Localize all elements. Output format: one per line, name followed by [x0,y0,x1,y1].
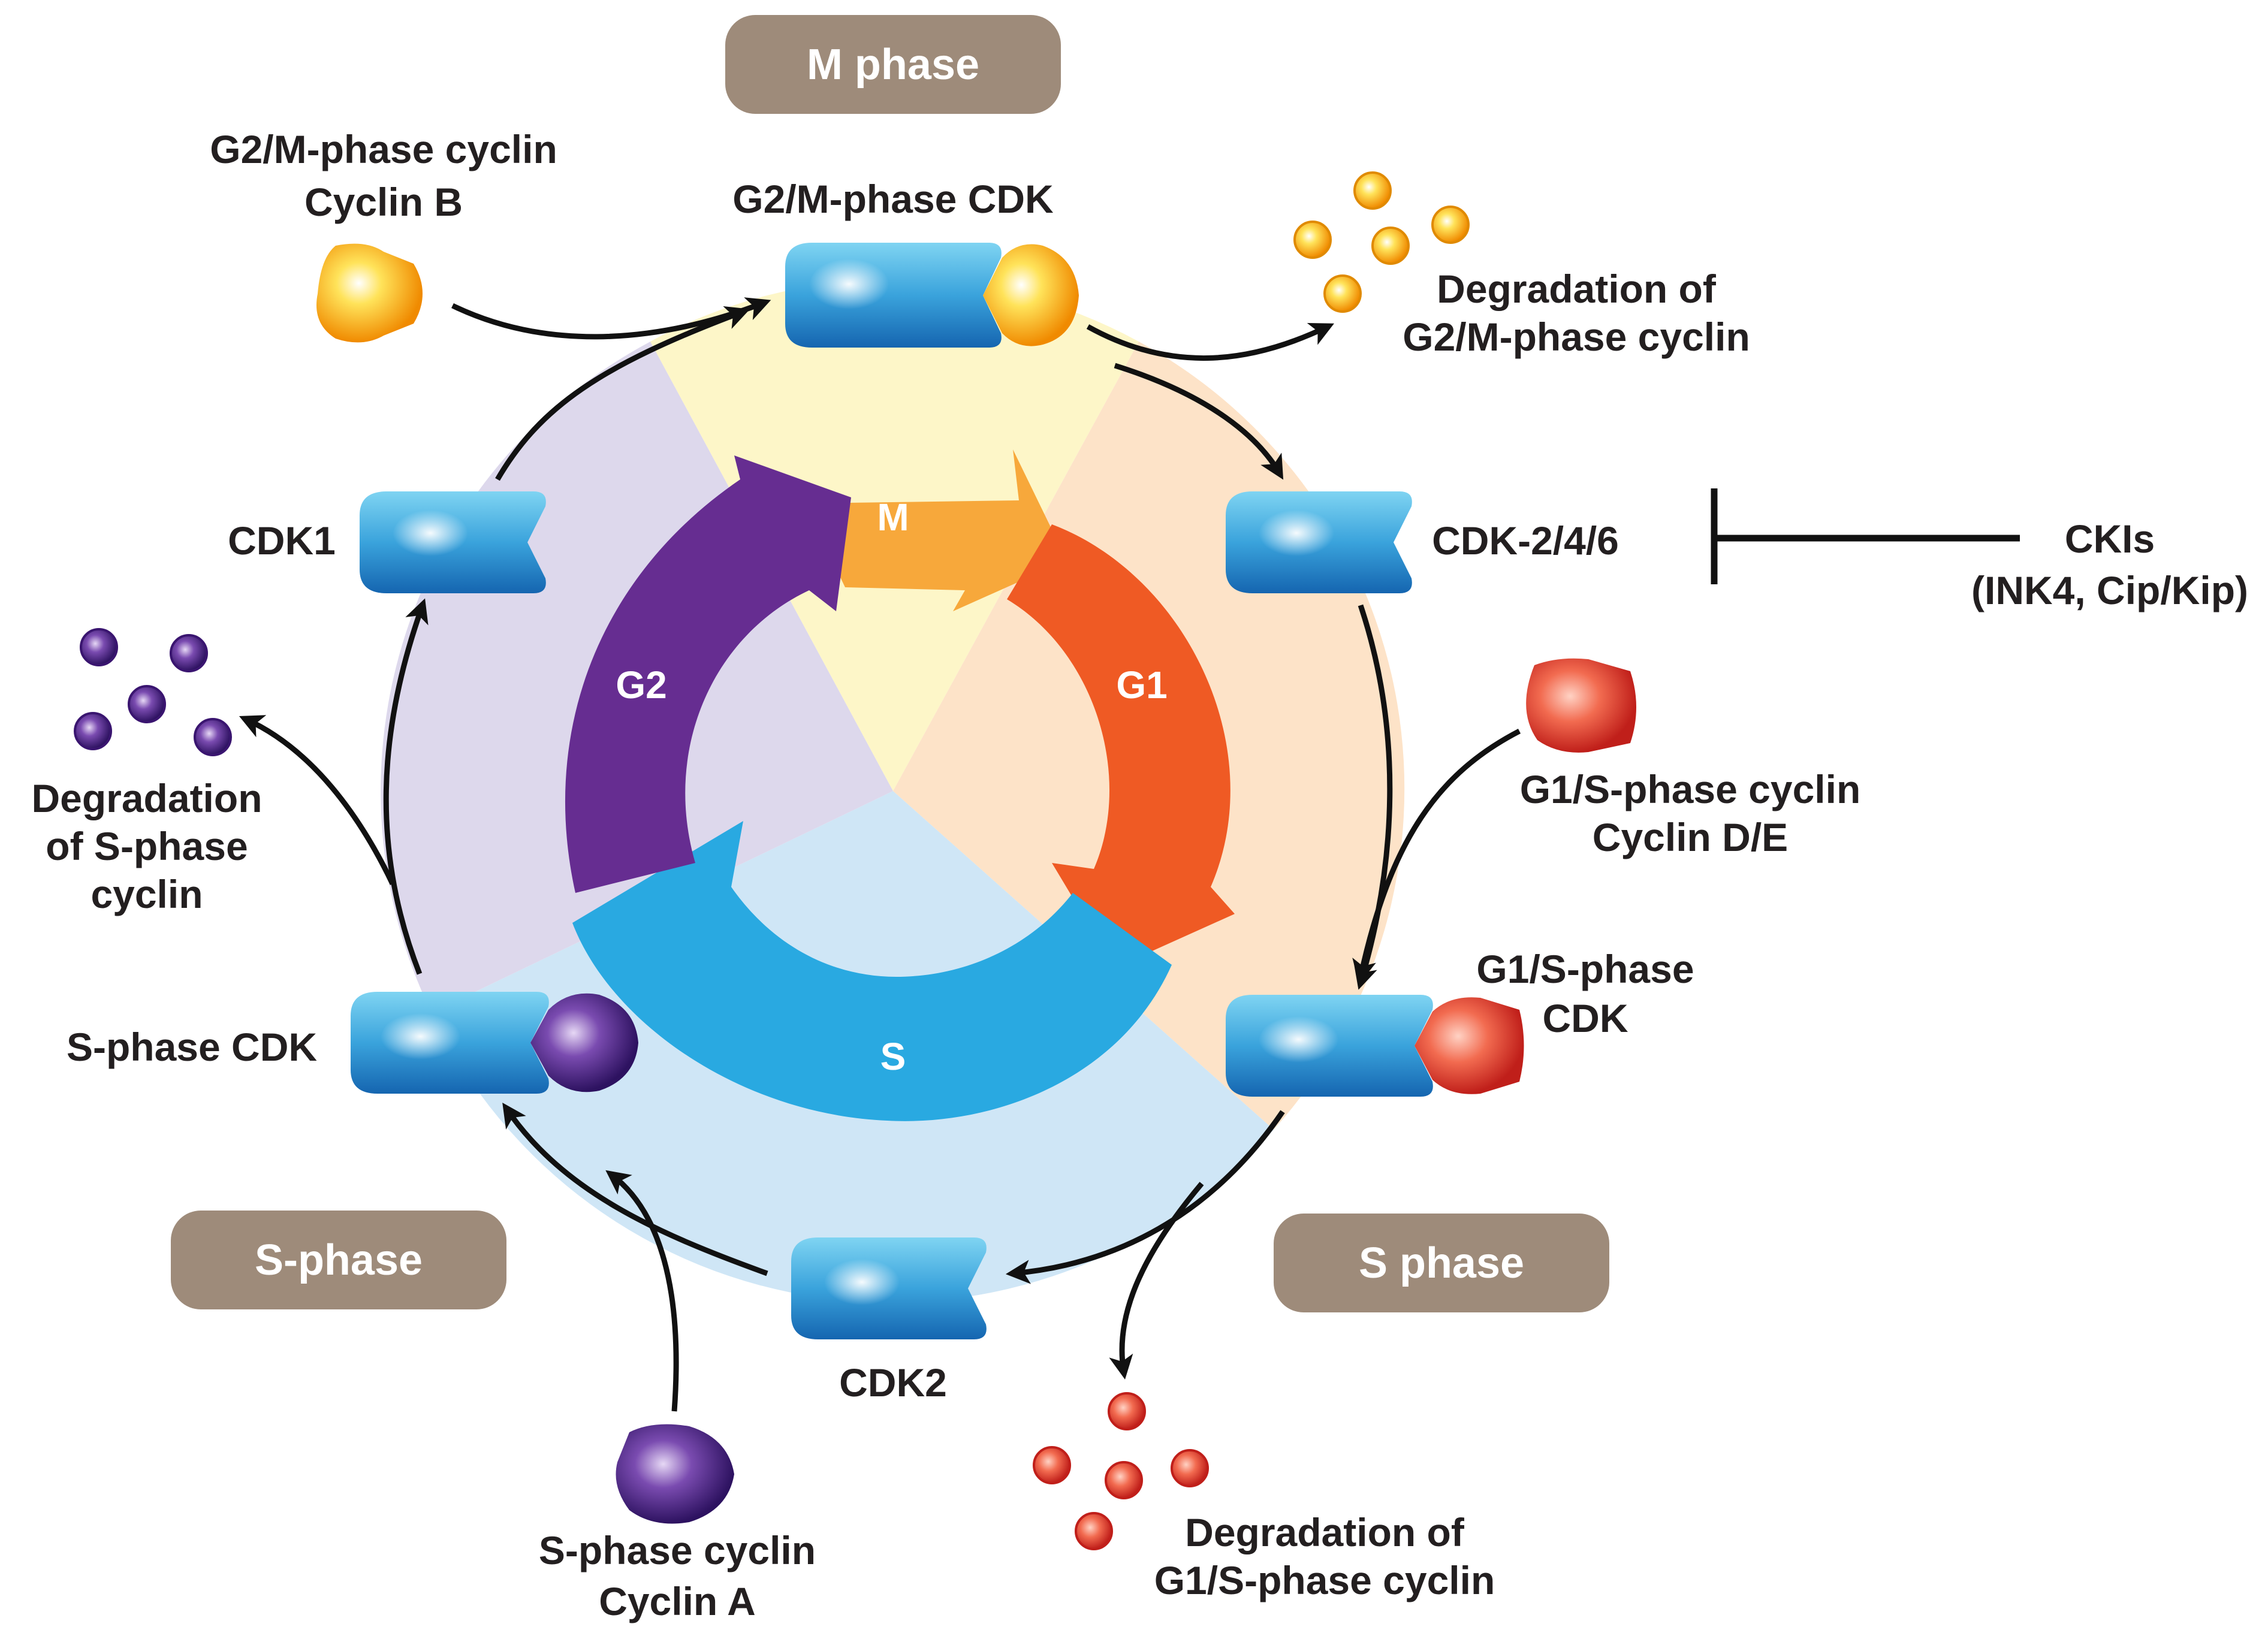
degradation-s-label-line2: of S-phase [46,824,248,868]
s-phase-cdk-label: S-phase CDK [67,1025,317,1069]
ckis-label-line1: CKIs [2065,517,2155,561]
arrow-cyclin-a-to-s-phase-cdk [605,1170,679,1412]
arrow-g2 [565,455,851,893]
cdk1-label: CDK1 [228,518,336,563]
degradation-dots-g1s [1033,1392,1209,1550]
cdk-shape [351,992,549,1094]
cyclin-de-shape [1415,997,1524,1094]
ckis-label-line2: (INK4, Cip/Kip) [1971,568,2248,612]
cdk246-shape [1226,491,1412,593]
ring-label-g1: G1 [1116,663,1167,707]
free-cyclin-a [616,1424,734,1524]
ring-label-g2: G2 [616,663,666,707]
connector-arrows [239,297,1521,1412]
phase-box-m: M phase [725,15,1061,114]
ring-label-s: S [880,1035,906,1078]
phase-box-s-right-label: S phase [1359,1239,1524,1287]
phase-box-s-left-label: S-phase [255,1236,423,1284]
s-phase-cyclin-label-line2: Cyclin A [599,1579,756,1623]
cdk2-shape [791,1237,987,1339]
free-cyclin-de [1526,658,1636,753]
degradation-dots-s [74,628,232,756]
g1s-cdk-label-line1: G1/S-phase [1476,947,1694,991]
g2m-cdk-complex [785,243,1079,348]
phase-box-m-label: M phase [807,41,979,89]
degradation-s-label-line1: Degradation [31,776,262,820]
g2m-cyclin-label-line2: Cyclin B [304,180,463,224]
g1s-cdk-complex [1226,995,1524,1097]
degradation-dots-g2m [1293,171,1470,313]
cycle-ring: M G1 S G2 [565,449,1235,1121]
arrow-s-phase-cdk-to-cdk1 [383,598,429,975]
phase-box-s-left: S-phase [171,1211,506,1309]
free-cyclin-b [316,243,423,343]
phase-box-s-right: S phase [1274,1214,1609,1312]
arrow-g1s-cdk-to-cdk2 [1005,1110,1285,1284]
ring-label-m: M [877,496,909,539]
degradation-g2m-label-line1: Degradation of [1437,267,1717,311]
g2m-cdk-label: G2/M-phase CDK [732,177,1054,221]
labels: G2/M-phase cyclin Cyclin B G2/M-phase CD… [31,127,2248,1623]
arrow-g1s-cdk-to-degradation [1109,1182,1204,1380]
arrow-m [805,449,1067,611]
degradation-s-label-line3: cyclin [91,872,203,916]
degradation-g2m-label-line2: G2/M-phase cyclin [1403,315,1750,359]
g1s-cdk-label-line2: CDK [1543,996,1628,1040]
arrow-cyclin-de-to-g1s-cdk [1352,729,1521,984]
g1s-cyclin-label-line1: G1/S-phase cyclin [1520,767,1861,811]
arrow-g1 [1007,524,1235,968]
g2m-cyclin-label-line1: G2/M-phase cyclin [210,127,557,171]
arrow-s-phase-cdk-to-degradation [239,715,396,885]
cdk246-label: CDK-2/4/6 [1432,518,1619,563]
cki-inhibition [1711,488,2020,584]
cyclin-a-shape [530,993,638,1092]
cdk1-shape [360,491,546,593]
cdk-shape [785,243,1002,348]
arrow-s [572,821,1172,1121]
arrow-cyclin-b-to-g2m-cdk [451,297,771,340]
cyclin-b-shape [983,244,1079,346]
arrow-cdk2-to-s-phase-cdk [502,1102,768,1276]
degradation-g1s-label-line1: Degradation of [1185,1510,1465,1554]
s-phase-cyclin-label-line1: S-phase cyclin [539,1528,816,1572]
arrow-g2m-cdk-to-degradation [1086,323,1334,361]
cdk2-label: CDK2 [839,1360,947,1405]
s-phase-cdk-complex [351,992,638,1094]
g1s-cyclin-label-line2: Cyclin D/E [1593,815,1788,859]
arrow-g2m-cdk-to-cdk246 [1114,363,1284,480]
arrow-cdk1-to-g2m-cdk [495,306,750,481]
degradation-g1s-label-line2: G1/S-phase cyclin [1154,1558,1495,1602]
cdk-shape [1226,995,1433,1097]
